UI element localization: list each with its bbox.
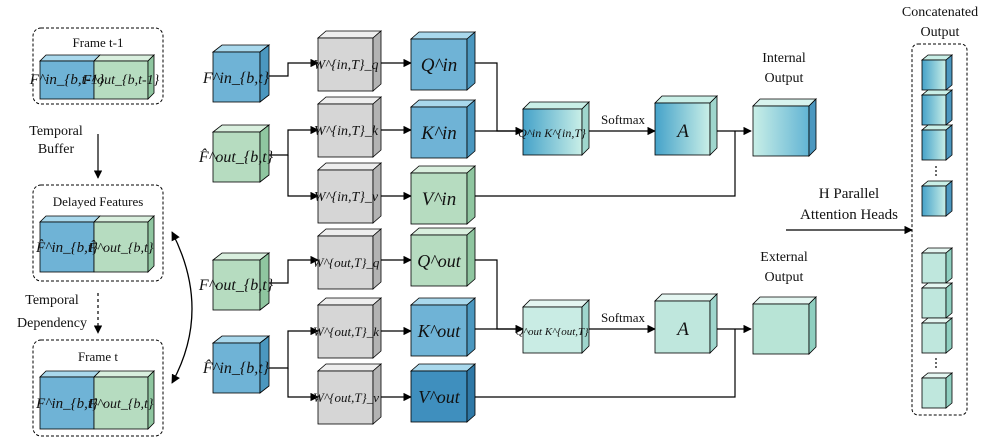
internal-input-q-label: F^in_{b,t} <box>202 70 270 87</box>
temporal-buffer-label-2: Buffer <box>38 142 75 157</box>
external-wk-label: W^{out,T}_k <box>313 324 379 339</box>
external-wk-cube <box>316 297 383 359</box>
internal-k-cube <box>409 99 477 159</box>
delayed-features-cubes <box>39 215 155 273</box>
concat-output-box <box>911 43 968 416</box>
external-wv-cube <box>316 363 383 425</box>
internal-wk-label: W^{in,T}_k <box>314 124 379 139</box>
external-attention-cube <box>654 293 718 354</box>
internal-wq-label: W^{in,T}_q <box>314 58 379 73</box>
frame-cur-in-label: F^in_{b,t} <box>35 396 98 412</box>
internal-q-label: Q^in <box>421 55 458 76</box>
internal-wk-cube <box>316 96 383 158</box>
external-wq-cube <box>316 228 383 290</box>
external-product-cube <box>522 299 590 354</box>
external-input-kv-cube <box>211 335 271 394</box>
frame-cur-out-label: F^out_{b,t} <box>88 397 154 412</box>
external-input-q-label: F^out_{b,t} <box>198 277 274 294</box>
temporal-buffer-label-1: Temporal <box>29 124 83 139</box>
internal-wv-cube <box>316 162 383 224</box>
parallel-heads-label-2: Attention Heads <box>800 207 898 223</box>
concat-title-1: Concatenated <box>902 5 978 20</box>
external-q-cube <box>409 227 477 287</box>
frame-prev-title: Frame t-1 <box>73 35 124 50</box>
external-output-label-2: Output <box>765 270 804 285</box>
internal-output-label-2: Output <box>765 71 804 86</box>
internal-v-cube <box>409 165 477 225</box>
concat-dots-bottom <box>935 358 937 368</box>
frame-cur-box <box>32 339 164 437</box>
frame-cur-cubes <box>39 370 155 430</box>
temporal-dependency-label-2: Dependency <box>17 316 87 331</box>
internal-q-cube <box>409 31 477 91</box>
internal-output-cube <box>752 98 817 157</box>
temporal-dependency-label-1: Temporal <box>25 293 79 308</box>
concat-stack-top <box>920 54 954 161</box>
concat-title-2: Output <box>921 25 960 40</box>
concat-stack-mid <box>920 180 954 217</box>
external-v-cube <box>409 363 477 423</box>
internal-input-kv-label: F̂^out_{b,t} <box>198 147 274 166</box>
frame-prev-out-label: F^out_{b,t-1} <box>82 73 160 88</box>
frame-prev-box <box>32 27 164 105</box>
external-wq-label: W^{out,T}_q <box>313 255 380 270</box>
internal-wq-cube <box>316 30 383 92</box>
external-q-label: Q^out <box>417 251 462 271</box>
external-k-cube <box>409 297 477 357</box>
internal-v-label: V^in <box>422 189 456 210</box>
internal-input-q-cube <box>211 44 271 103</box>
concat-stack-last <box>920 372 954 409</box>
internal-connectors <box>269 58 752 201</box>
concat-stack-bottom <box>920 247 954 354</box>
delayed-in-label: F̂^in_{b,t} <box>35 240 98 256</box>
external-product-label: Q^out K^{out,T} <box>515 326 589 338</box>
delayed-features-title: Delayed Features <box>53 194 144 209</box>
external-output-label-1: External <box>760 250 808 265</box>
dependency-curve-arrow <box>171 231 193 384</box>
delayed-out-label: F̂^out_{b,t} <box>88 240 154 256</box>
external-input-q-cube <box>211 252 271 311</box>
external-input-kv-label: F̂^in_{b,t} <box>202 358 270 377</box>
frame-prev-in-label: F^in_{b,t-1} <box>29 72 105 88</box>
external-v-label: V^out <box>418 387 461 407</box>
parallel-heads-label-1: H Parallel <box>819 186 879 202</box>
external-connectors <box>269 255 752 402</box>
internal-k-label: K^in <box>420 123 456 144</box>
external-k-label: K^out <box>417 321 462 341</box>
external-attention-label: A <box>675 319 689 340</box>
frame-cur-title: Frame t <box>78 349 118 364</box>
internal-wv-label: W^{in,T}_v <box>314 190 379 205</box>
internal-attention-cube <box>654 95 718 156</box>
external-output-cube <box>752 296 817 355</box>
internal-input-kv-cube <box>211 124 271 183</box>
external-softmax-label: Softmax <box>601 310 646 325</box>
internal-product-label: Q^in K^{in,T} <box>518 126 586 140</box>
external-wv-label: W^{out,T}_v <box>313 390 379 405</box>
internal-softmax-label: Softmax <box>601 112 646 127</box>
concat-dots-top <box>935 166 937 176</box>
internal-attention-label: A <box>675 121 689 142</box>
delayed-features-box <box>32 184 164 282</box>
internal-output-label-1: Internal <box>762 51 806 66</box>
internal-product-cube <box>522 101 590 156</box>
frame-prev-cubes <box>39 54 155 100</box>
